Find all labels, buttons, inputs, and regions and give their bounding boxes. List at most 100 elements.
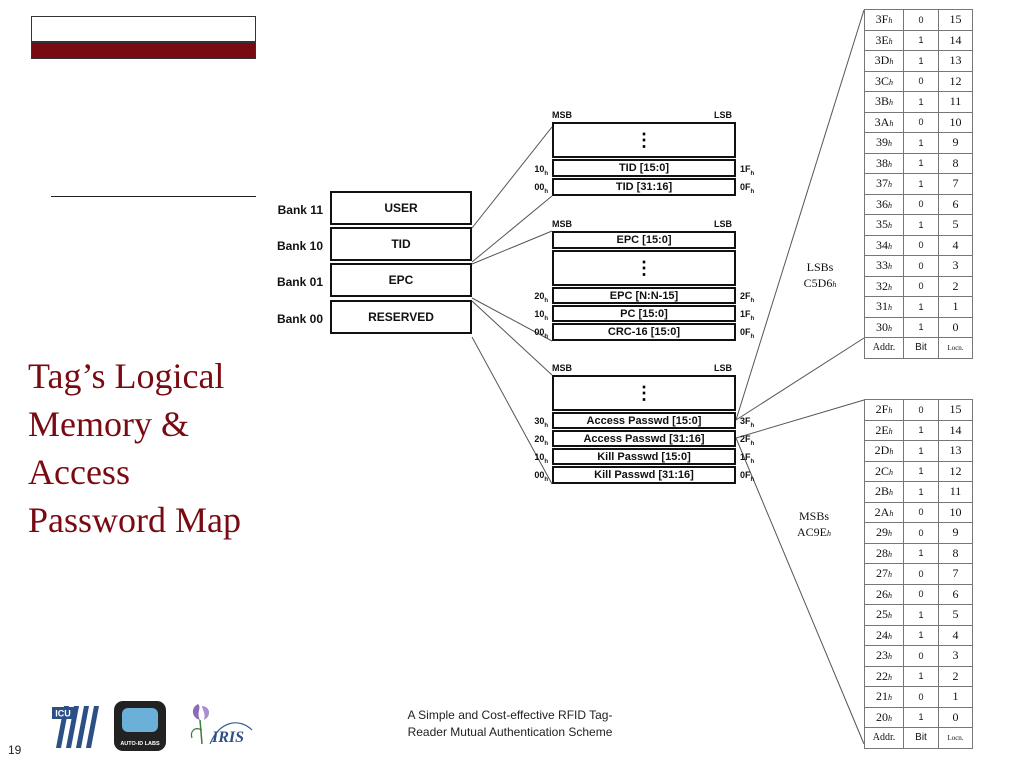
bank-label-01: Bank 01 [276, 275, 323, 289]
msb-addr-cell: 2Ah [864, 501, 904, 523]
lsb-group-label: LSBs C5D6h [790, 259, 850, 293]
reserved-right-addr: 1Fh [740, 452, 755, 465]
msb-addr-cell: 2Ch [864, 460, 904, 482]
msb-bit-cell: 1 [903, 440, 939, 462]
msb-addr-cell: 22h [864, 665, 904, 687]
epc-right-addr: 2Fh [740, 291, 755, 304]
lsb-bit-cell: 0 [903, 255, 939, 277]
msb-locn-cell: 3 [938, 645, 973, 667]
lsb-locn-cell: 3 [938, 255, 973, 277]
msb-bit-cell: 1 [903, 542, 939, 564]
msb-bit-cell: 0 [903, 563, 939, 585]
lsb-addr-cell: 3Dh [864, 50, 904, 72]
lsb-addr-cell: 36h [864, 193, 904, 215]
lsb-addr-cell: 3Ah [864, 111, 904, 133]
msb-bit-cell: 0 [903, 686, 939, 708]
reserved-row-access-passwd-low: Access Passwd [15:0] [552, 412, 736, 429]
msb-locn-cell: 1 [938, 686, 973, 708]
lsb-locn-cell: 0 [938, 316, 973, 338]
lsb-addr-cell: 3Ch [864, 70, 904, 92]
msb-locn-cell: 13 [938, 440, 973, 462]
reserved-left-addr: 20h [534, 434, 548, 447]
epc-left-addr: 00h [534, 327, 548, 340]
msb-bit-cell: 1 [903, 665, 939, 687]
msb-addr-cell: 27h [864, 563, 904, 585]
lsb-bit-cell: 0 [903, 111, 939, 133]
epc-left-addr: 10h [534, 309, 548, 322]
msb-addr-cell: 23h [864, 645, 904, 667]
lsb-locn-cell: 9 [938, 132, 973, 154]
auto-id-labs-logo-icon: AUTO-ID LABS [114, 701, 166, 751]
tid-left-addr: 00h [534, 182, 548, 195]
tid-lsb-label: LSB [714, 110, 732, 120]
autoid-logo-text: AUTO-ID LABS [120, 741, 160, 747]
lsb-addr-cell: 39h [864, 132, 904, 154]
bank-label-10: Bank 10 [276, 239, 323, 253]
lsb-locn-cell: 7 [938, 173, 973, 195]
lsb-bit-cell: 1 [903, 132, 939, 154]
lsb-addr-cell: 3Bh [864, 91, 904, 113]
bank-tid: TID [330, 227, 472, 261]
msb-locn-cell: 8 [938, 542, 973, 564]
epc-msb-label: MSB [552, 219, 572, 229]
msb-locn-cell: 6 [938, 583, 973, 605]
lsb-addr-cell: 37h [864, 173, 904, 195]
tid-ellipsis: ⋮ [552, 122, 736, 158]
epc-right-addr: 1Fh [740, 309, 755, 322]
msb-addr-cell: 2Fh [864, 399, 904, 421]
tid-row: TID [31:16] [552, 178, 736, 196]
lsb-locn-cell: 14 [938, 29, 973, 51]
msb-label-line1: MSBs [798, 509, 830, 523]
msb-addr-cell: 28h [864, 542, 904, 564]
lsb-addr-cell: 33h [864, 255, 904, 277]
lsb-footer-bit: Bit [903, 337, 939, 359]
reserved-ellipsis: ⋮ [552, 375, 736, 411]
bank-label-00: Bank 00 [276, 312, 323, 326]
lsb-addr-cell: 35h [864, 214, 904, 236]
lsb-locn-cell: 1 [938, 296, 973, 318]
msb-bit-cell: 0 [903, 399, 939, 421]
bank-label-11: Bank 11 [277, 203, 323, 217]
msb-addr-cell: 24h [864, 624, 904, 646]
reserved-left-addr: 10h [534, 452, 548, 465]
tid-left-addr: 10h [534, 164, 548, 177]
msb-bit-cell: 0 [903, 583, 939, 605]
lsb-locn-cell: 13 [938, 50, 973, 72]
lsb-bit-cell: 0 [903, 234, 939, 256]
lsb-locn-cell: 2 [938, 275, 973, 297]
bank-epc: EPC [330, 263, 472, 297]
msb-addr-cell: 25h [864, 604, 904, 626]
msb-footer-addr: Addr. [864, 727, 904, 749]
lsb-addr-cell: 32h [864, 275, 904, 297]
epc-right-addr: 0Fh [740, 327, 755, 340]
msb-label-line2: AC9Eh [797, 525, 831, 539]
lsb-addr-cell: 31h [864, 296, 904, 318]
page-number: 19 [8, 743, 22, 757]
lsb-bit-cell: 1 [903, 152, 939, 174]
title-line: Tag’s Logical [28, 356, 225, 396]
msb-bit-cell: 1 [903, 624, 939, 646]
reserved-row-kill-passwd-high: Kill Passwd [31:16] [552, 466, 736, 484]
msb-addr-cell: 29h [864, 522, 904, 544]
lsb-bit-cell: 1 [903, 316, 939, 338]
